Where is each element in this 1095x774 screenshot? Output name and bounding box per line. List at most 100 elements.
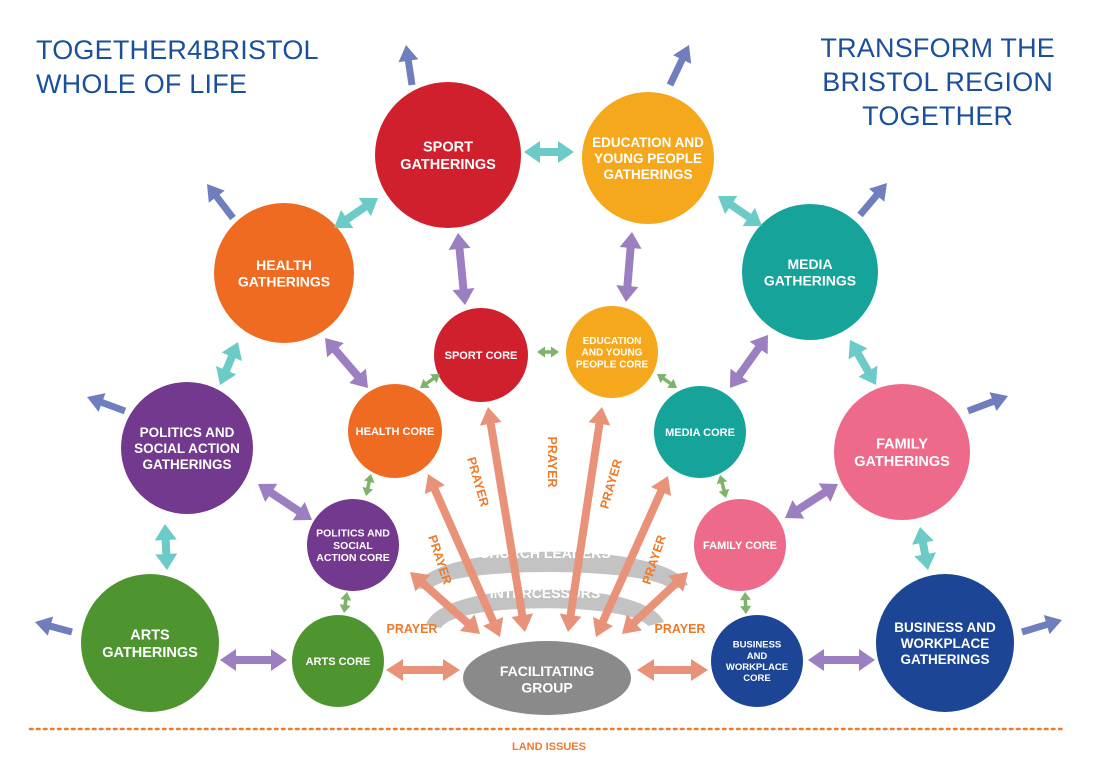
health-core-label-line: HEALTH CORE	[356, 426, 435, 438]
education-gatherings-label-line: EDUCATION AND	[592, 135, 704, 150]
purple-link-5	[785, 483, 838, 519]
media-gatherings-circle	[742, 204, 878, 340]
sport-core-circle	[434, 308, 528, 402]
outward-arrow-3	[857, 183, 887, 218]
sport-core-label-line: SPORT CORE	[445, 350, 518, 362]
education-core-circle	[566, 306, 658, 398]
prayer-label-1: PRAYER	[545, 437, 559, 488]
health-gatherings-label-line: GATHERINGS	[238, 273, 330, 289]
teal-link-4	[848, 340, 878, 385]
arts-gatherings-label-line: GATHERINGS	[102, 645, 198, 661]
business-gatherings-circle	[876, 574, 1014, 712]
prayer-arrow-7	[622, 572, 688, 634]
education-core-label-line: PEOPLE CORE	[576, 359, 649, 370]
prayer-arrow-4	[479, 407, 534, 632]
green-link-0	[537, 346, 559, 358]
outward-arrow-6	[35, 616, 73, 636]
education-core-label-line: EDUCATION	[583, 336, 642, 347]
prayer-arrow-1	[637, 659, 708, 681]
title-right-line-1: TRANSFORM THE	[820, 33, 1055, 63]
business-core-label-line: WORKPLACE	[726, 662, 788, 673]
business-gatherings-label-line: GATHERINGS	[900, 652, 989, 667]
business-core-circle	[711, 615, 803, 707]
arts-core-node: ARTS CORE	[292, 615, 384, 707]
politics-core-circle	[307, 499, 399, 591]
purple-link-0	[448, 233, 475, 305]
facilitating-group-label-line: FACILITATING	[500, 663, 594, 679]
teal-link-3	[216, 342, 242, 385]
politics-core-label-line: ACTION CORE	[316, 552, 390, 564]
politics-gatherings-label-line: POLITICS AND	[140, 425, 235, 440]
media-core-circle	[654, 386, 746, 478]
prayer-arrow-0	[386, 659, 460, 681]
prayer-label-5: PRAYER	[387, 622, 438, 636]
purple-link-1	[616, 232, 642, 302]
sport-gatherings-label-line: GATHERINGS	[400, 157, 496, 173]
prayer-label-0: PRAYER	[464, 455, 492, 508]
title-left-line-2: WHOLE OF LIFE	[36, 69, 248, 99]
church-leaders-band	[415, 551, 688, 590]
facilitating-group-ellipse	[463, 641, 631, 715]
health-core-circle	[348, 384, 442, 478]
outward-arrow-1	[666, 45, 692, 87]
sport-gatherings-label-line: SPORT	[423, 140, 473, 156]
arts-core-label-line: ARTS CORE	[306, 656, 371, 668]
intercessors-label: INTERCESSORS	[490, 585, 600, 601]
green-link-1	[420, 374, 440, 388]
education-core-label-line: AND YOUNG	[582, 348, 643, 359]
outward-arrow-0	[398, 45, 419, 86]
green-link-4	[716, 475, 730, 498]
teal-link-6	[912, 527, 936, 570]
outward-arrow-4	[87, 393, 127, 415]
sport-core-node: SPORT CORE	[434, 308, 528, 402]
business-core-label-line: AND	[747, 651, 768, 662]
family-core-circle	[694, 499, 786, 591]
teal-link-2	[718, 195, 762, 227]
health-core-node: HEALTH CORE	[348, 384, 442, 478]
education-gatherings-circle	[582, 92, 714, 224]
outward-arrow-5	[966, 392, 1008, 415]
outward-arrow-2	[207, 184, 236, 221]
teal-link-5	[154, 524, 178, 570]
land-issues-label: LAND ISSUES	[512, 741, 586, 753]
prayer-arrow-2	[410, 572, 480, 634]
family-gatherings-label-line: GATHERINGS	[854, 454, 950, 470]
church-leaders-label: CHURCH LEADERS	[479, 545, 610, 561]
prayer-arrow-6	[592, 476, 672, 637]
family-gatherings-label-line: FAMILY	[876, 437, 928, 453]
title-right-line-3: TOGETHER	[862, 101, 1014, 131]
politics-gatherings-label-line: GATHERINGS	[142, 457, 231, 472]
green-link-5	[339, 592, 352, 613]
facilitating-group-label-line: GROUP	[521, 679, 572, 695]
title-left-line-1: TOGETHER4BRISTOL	[36, 35, 319, 65]
family-gatherings-circle	[834, 384, 970, 520]
media-gatherings-label-line: GATHERINGS	[764, 272, 856, 288]
green-link-2	[657, 374, 677, 388]
outward-arrow-7	[1021, 615, 1062, 636]
politics-core-label-line: POLITICS AND	[316, 527, 390, 539]
purple-link-7	[808, 649, 875, 671]
media-core-label-line: MEDIA CORE	[665, 427, 735, 439]
health-gatherings-circle	[214, 203, 354, 343]
prayer-label-2: PRAYER	[597, 457, 625, 510]
prayer-arrow-3	[424, 474, 504, 637]
business-gatherings-label-line: BUSINESS AND	[894, 620, 996, 635]
business-core-label-line: CORE	[743, 673, 770, 684]
politics-core-label-line: SOCIAL	[333, 540, 373, 552]
sport-gatherings-circle	[375, 82, 521, 228]
teal-link-1	[334, 197, 378, 229]
family-core-node: FAMILY CORE	[694, 499, 786, 591]
